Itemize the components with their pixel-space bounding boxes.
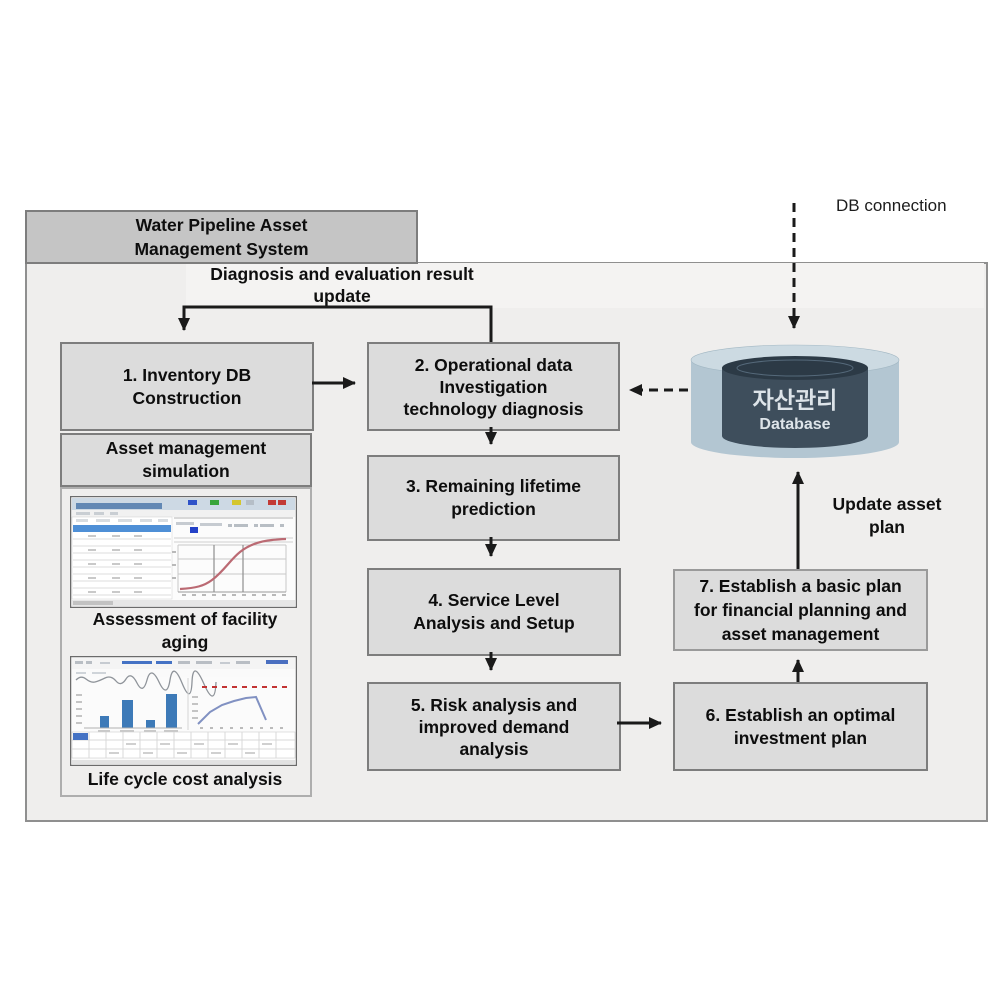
toolbar-smudges xyxy=(75,660,288,664)
flow-box-3-remaining-lifetime: 3. Remaining lifetime prediction xyxy=(367,455,620,541)
facility-aging-screenshot xyxy=(69,495,298,609)
simulation-panel xyxy=(60,487,312,797)
page-title: Water Pipeline Asset Management System xyxy=(25,210,418,264)
feedback-label-band xyxy=(186,263,984,308)
flow-box-2-operational-data: 2. Operational data Investigation techno… xyxy=(367,342,620,431)
flow-box-7-basic-plan: 7. Establish a basic plan for financial … xyxy=(673,569,928,651)
lifecycle-cost-screenshot xyxy=(69,655,298,767)
lifecycle-caption: Life cycle cost analysis xyxy=(87,769,283,789)
toolbar-color-buttons xyxy=(188,500,286,505)
db-connection-label: DB connection xyxy=(836,196,947,215)
facility-aging-screenshot-image xyxy=(69,495,298,609)
assessment-caption: Assessment of facility aging xyxy=(92,609,278,652)
simulation-header: Asset management simulation xyxy=(60,433,312,487)
update-asset-plan-label: Update asset plan xyxy=(832,494,942,537)
feedback-label: Diagnosis and evaluation result update xyxy=(210,264,474,306)
scribble-annotation xyxy=(75,670,217,697)
database-cylinder-icon: 자산관리 Database xyxy=(690,344,900,458)
database-name-korean: 자산관리 xyxy=(753,387,838,413)
flow-box-4-service-level: 4. Service Level Analysis and Setup xyxy=(367,568,621,656)
flow-box-6-investment-plan: 6. Establish an optimal investment plan xyxy=(673,682,928,771)
data-table xyxy=(71,516,173,600)
flow-box-1-inventory-db: 1. Inventory DB Construction xyxy=(60,342,314,431)
asset-database: 자산관리 Database xyxy=(690,344,900,462)
s-curve-chart xyxy=(172,517,293,596)
summary-table xyxy=(71,731,296,759)
line-chart xyxy=(192,686,287,729)
bar-chart xyxy=(76,694,182,732)
lifecycle-cost-screenshot-image xyxy=(69,655,298,767)
database-name-english: Database xyxy=(759,416,830,433)
flow-box-5-risk-analysis: 5. Risk analysis and improved demand ana… xyxy=(367,682,621,771)
